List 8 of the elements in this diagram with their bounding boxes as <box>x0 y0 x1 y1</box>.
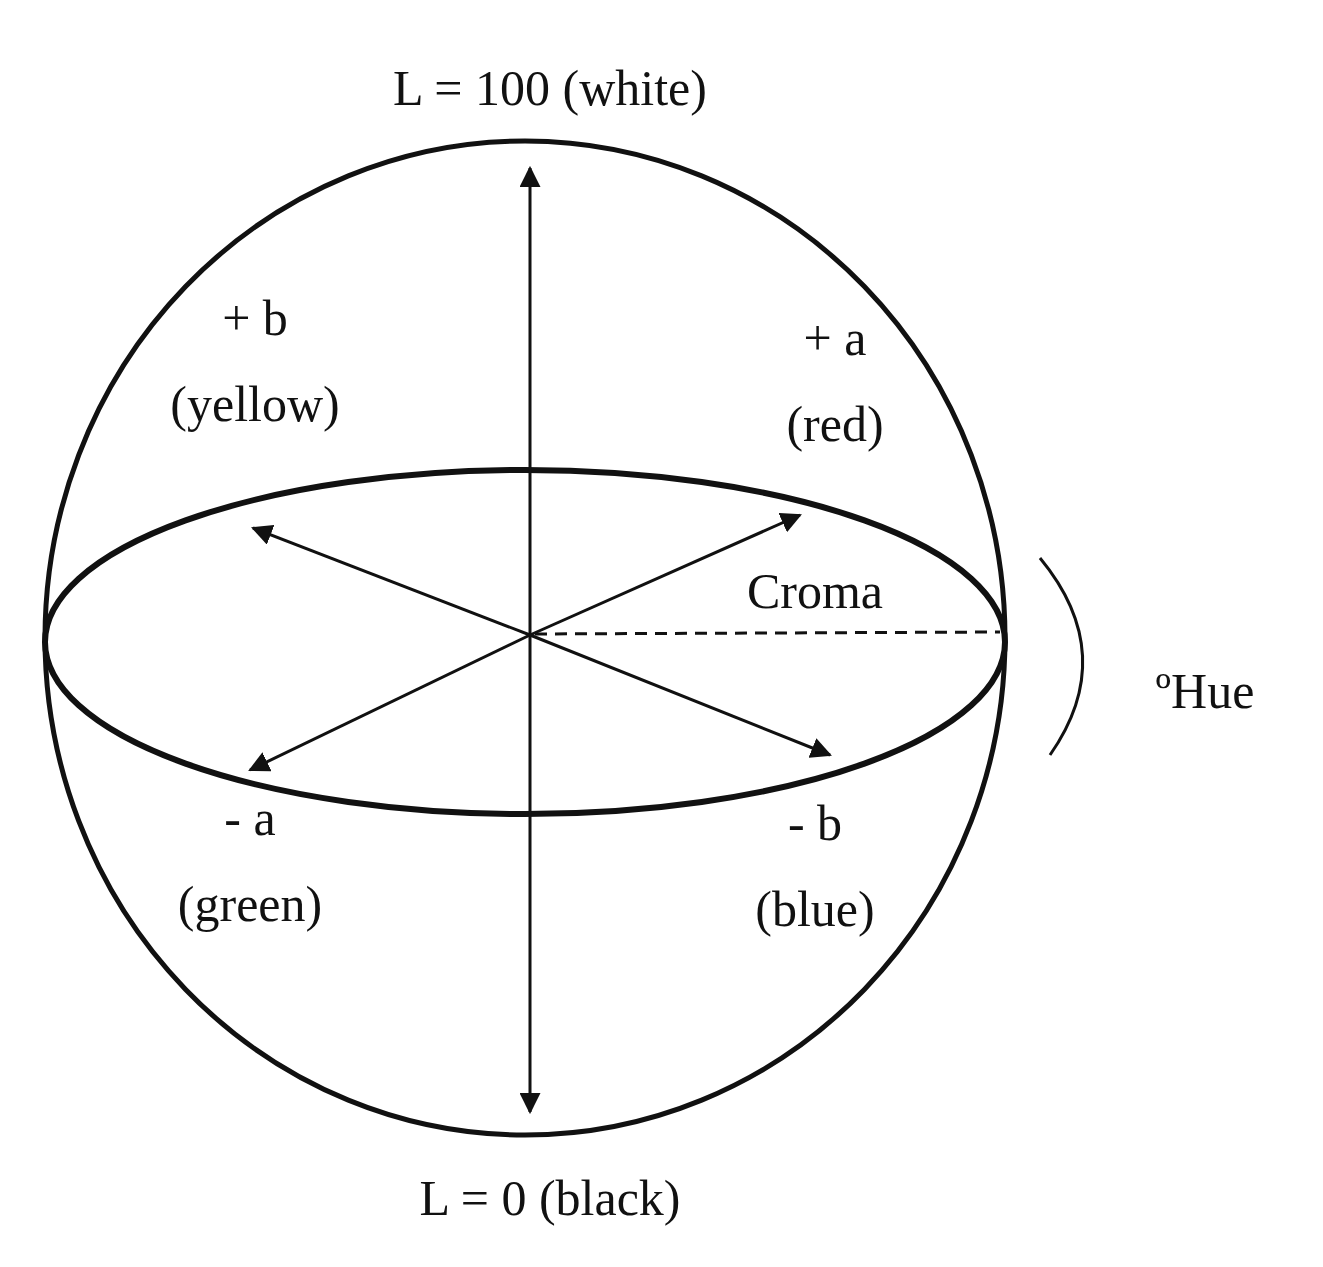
axis-label: - b (blue) <box>754 794 876 939</box>
axis-label: L = 0 (black) <box>418 1169 682 1228</box>
axis-label: ºHue <box>1154 662 1256 721</box>
axis-label: L = 100 (white) <box>392 59 708 118</box>
axis-label: + a (red) <box>785 309 885 454</box>
axis-label: - a (green) <box>176 789 324 934</box>
axis-label: + b (yellow) <box>169 289 341 434</box>
axis-label: Croma <box>745 562 885 621</box>
